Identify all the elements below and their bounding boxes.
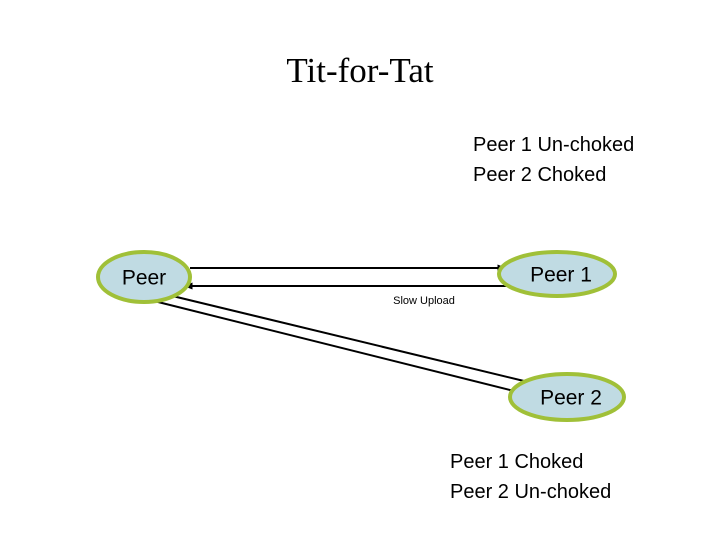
edge-peer-to-peer2 [149, 299, 523, 395]
edge-peer2-to-peer [155, 290, 525, 382]
node-peer2[interactable]: Peer 2 [508, 372, 626, 422]
edge-peer2-to-peer-line [155, 290, 525, 382]
status-text-top: Peer 1 Un-choked Peer 2 Choked [473, 130, 634, 190]
node-peer1-label: Peer 1 [530, 264, 592, 287]
node-peer[interactable]: Peer [96, 250, 192, 304]
status-top-line-1: Peer 1 Un-choked [473, 134, 635, 156]
node-peer2-label: Peer 2 [540, 387, 602, 410]
node-peer1-ellipse[interactable] [497, 250, 617, 298]
node-peer1[interactable]: Peer 1 [497, 250, 617, 298]
node-peer-ellipse[interactable] [96, 250, 192, 304]
status-bottom-line-1: Peer 1 Choked [450, 451, 584, 473]
node-peer-label: Peer [122, 267, 166, 290]
status-top-line-2: Peer 2 Choked [473, 164, 607, 186]
node-peer2-ellipse[interactable] [508, 372, 626, 422]
page-title: Tit-for-Tat [286, 51, 434, 90]
status-text-bottom: Peer 1 Choked Peer 2 Un-choked [450, 447, 611, 507]
status-bottom-line-2: Peer 2 Un-choked [450, 481, 612, 503]
edge-label-slow-upload: Slow Upload [393, 295, 455, 307]
edge-peer-to-peer2-line [149, 299, 523, 395]
